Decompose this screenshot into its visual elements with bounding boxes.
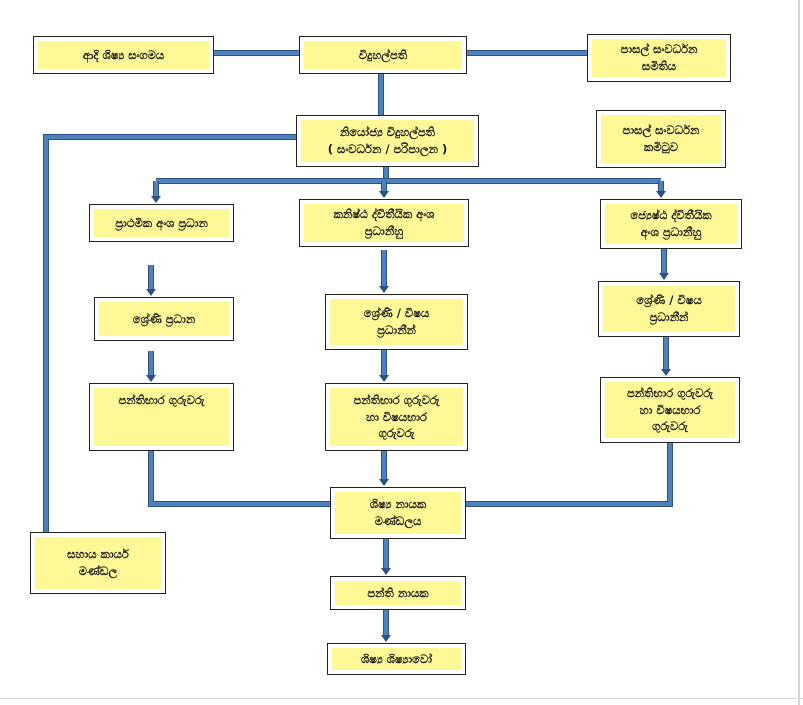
node-label-line: ආදි ශිෂ්‍ය සංගමය <box>82 47 165 62</box>
node-school-dev-society: පාසල් සංවර්ධන සමිතිය <box>587 34 731 82</box>
node-senior-secondary-heads: ජ්‍යෙෂ්ඨ ද්විතීයික අංශ ප්‍රධානීහු <box>600 199 742 249</box>
node-grade-subject-heads-right: ශ්‍රේණි / විෂය ප්‍රධානීන් <box>598 281 740 337</box>
node-label-line: විදුහල්පති <box>358 47 408 62</box>
arrow-class-right <box>661 369 671 376</box>
node-junior-secondary-heads-label: කනිෂ්ඨ ද්විතීයික අංශ ප්‍රධානීහු <box>304 204 464 242</box>
node-grade-subject-heads-mid-label: ශ්‍රේණි / විෂය ප්‍රධානීන් <box>330 299 463 345</box>
node-ancient-students: ආදි ශිෂ්‍ය සංගමය <box>33 36 214 74</box>
node-principal: විදුහල්පති <box>299 36 467 74</box>
arrow-class-mid <box>379 375 389 382</box>
arrow-primary <box>151 196 161 203</box>
node-label-line: පාසල් සංවර්ධන <box>620 42 698 57</box>
node-class-monitors: පන්ති නායක <box>330 576 466 610</box>
node-class-subject-teachers-right: පන්තිභාර ගුරුවරු හා විෂයභාර ගුරුවරු <box>600 377 740 443</box>
node-label-line: ශ්‍රේණි / විෂය <box>363 306 430 321</box>
node-label-line: කනිෂ්ඨ ද්විතීයික අංශ <box>333 207 435 222</box>
node-deputy-principal-label: නියෝජ්‍ය විදුහල්පති ( සංවර්ධන / පරිපාලන … <box>301 120 474 162</box>
node-grade-subject-heads-mid: ශ්‍රේණි / විෂය ප්‍රධානීන් <box>325 294 468 350</box>
node-support-staff: සහාය කාර්ය මණ්ඩල <box>30 532 166 594</box>
node-support-staff-label: සහාය කාර්ය මණ්ඩල <box>35 537 161 589</box>
arrow-students <box>381 635 391 642</box>
link-class-left-prefects <box>149 451 330 506</box>
node-label-line: පන්තිභාර ගුරුවරු <box>118 393 205 407</box>
node-school-dev-committee: පාසල් සංවර්ධන කමිටුව <box>596 110 726 168</box>
link-class-right-prefects <box>466 443 672 506</box>
node-label-line: කමිටුව <box>643 140 679 154</box>
frame-border-right <box>798 0 800 705</box>
node-class-subject-teachers-mid: පන්තිභාර ගුරුවරු හා විෂයභාර ගුරුවරු <box>325 383 468 451</box>
node-label-line: මණ්ඩලය <box>374 514 422 528</box>
node-junior-secondary-heads: කනිෂ්ඨ ද්විතීයික අංශ ප්‍රධානීහු <box>299 199 469 247</box>
arrow-grade-head <box>146 289 156 296</box>
node-class-monitors-label: පන්ති නායක <box>335 581 461 605</box>
node-label-line: අංශ ප්‍රධානීහු <box>640 225 702 239</box>
node-label-line: ( සංවර්ධන / පරිපාලන ) <box>327 142 448 156</box>
link-class-right-prefects-outline <box>466 443 673 507</box>
node-class-subject-teachers-right-label: පන්තිභාර ගුරුවරු හා විෂයභාර ගුරුවරු <box>605 382 735 438</box>
frame-border-bottom <box>0 698 803 699</box>
connector-lines <box>43 50 673 635</box>
arrow-grade-mid <box>379 286 389 293</box>
node-label-line: ප්‍රධානීන් <box>377 323 416 337</box>
node-prefects-board: ශිෂ්‍ය නායක මණ්ඩලය <box>330 487 466 539</box>
node-label-line: ප්‍රධානීන් <box>649 310 689 324</box>
node-prefects-board-label: ශිෂ්‍ය නායක මණ්ඩලය <box>335 492 461 534</box>
node-students-label: ශිෂ්‍ය ශිෂ්‍යාවෝ <box>332 648 461 670</box>
node-school-dev-society-label: පාසල් සංවර්ධන සමිතිය <box>592 39 726 77</box>
node-label-line: සමිතිය <box>641 59 677 73</box>
node-label-line: නියෝජ්‍ය විදුහල්පති <box>339 125 436 140</box>
node-label-line: ජ්‍යෙෂ්ඨ ද්විතීයික <box>630 208 712 223</box>
node-class-subject-teachers-mid-label: පන්තිභාර ගුරුවරු හා විෂයභාර ගුරුවරු <box>330 388 463 446</box>
node-primary-head: ප්‍රාථමික අංශ ප්‍රධාන <box>89 204 234 242</box>
node-label-line: හා විෂයභාර <box>639 402 701 417</box>
node-class-teachers: පන්තිභාර ගුරුවරු <box>89 383 234 451</box>
node-label-line: ශිෂ්‍ය ශිෂ්‍යාවෝ <box>360 651 433 666</box>
arrow-grade-right <box>659 273 669 280</box>
node-grade-subject-heads-right-label: ශ්‍රේණි / විෂය ප්‍රධානීන් <box>603 286 735 332</box>
node-label-line: ශ්‍රේණි ප්‍රධාන <box>132 311 196 326</box>
arrow-monitors <box>381 568 391 575</box>
node-primary-head-label: ප්‍රාථමික අංශ ප්‍රධාන <box>94 209 229 237</box>
arrow-prefects <box>379 479 389 486</box>
node-label-line: පන්තිභාර ගුරුවරු <box>627 385 713 400</box>
node-label-line: පන්තිභාර ගුරුවරු <box>353 392 440 407</box>
link-deputy-support <box>44 135 296 532</box>
link-class-left-prefects-outline <box>148 451 330 507</box>
node-grade-head: ශ්‍රේණි ප්‍රධාන <box>94 297 234 341</box>
node-label-line: හා විෂයභාර <box>366 409 427 424</box>
node-label-line: ගුරුවරු <box>652 419 688 434</box>
node-class-teachers-label: පන්තිභාර ගුරුවරු <box>94 388 229 446</box>
connector-arrows <box>146 191 671 642</box>
node-ancient-students-label: ආදි ශිෂ්‍ය සංගමය <box>38 41 209 69</box>
node-label-line: පාසල් සංවර්ධන <box>622 123 700 138</box>
node-label-line: ගුරුවරු <box>378 426 415 441</box>
node-principal-label: විදුහල්පති <box>304 41 462 69</box>
node-label-line: මණ්ඩල <box>78 564 118 578</box>
arrow-class-teachers <box>146 375 156 382</box>
node-school-dev-committee-label: පාසල් සංවර්ධන කමිටුව <box>601 115 721 163</box>
node-label-line: ප්‍රාථමික අංශ ප්‍රධාන <box>115 215 208 230</box>
node-label-line: ශ්‍රේණි / විෂය <box>636 293 702 308</box>
node-deputy-principal: නියෝජ්‍ය විදුහල්පති ( සංවර්ධන / පරිපාලන … <box>296 115 479 167</box>
arrow-junior <box>379 191 389 198</box>
node-label-line: ශිෂ්‍ය නායක <box>369 497 427 512</box>
node-students: ශිෂ්‍ය ශිෂ්‍යාවෝ <box>327 643 466 675</box>
node-label-line: පන්ති නායක <box>367 585 429 600</box>
node-senior-secondary-heads-label: ජ්‍යෙෂ්ඨ ද්විතීයික අංශ ප්‍රධානීහු <box>605 204 737 244</box>
node-label-line: සහාය කාර්ය <box>67 547 129 562</box>
arrow-senior <box>656 191 666 198</box>
node-label-line: ප්‍රධානීහු <box>364 224 404 238</box>
node-grade-head-label: ශ්‍රේණි ප්‍රධාන <box>99 302 229 336</box>
